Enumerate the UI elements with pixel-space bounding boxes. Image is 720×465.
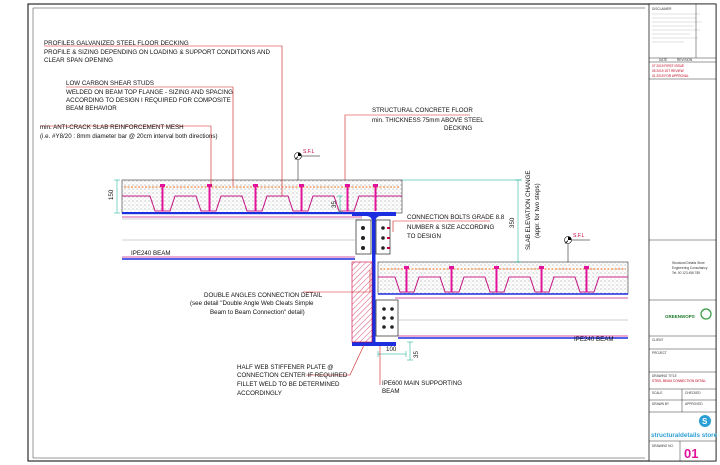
tb-rev-row-2: 05 2019 1ST REVIEW <box>652 69 684 73</box>
bolts-title: CONNECTION BOLTS GRADE 8.8 <box>407 214 505 221</box>
upper-angle-cleat <box>355 219 391 255</box>
concrete-line-2: DECKING <box>444 125 472 132</box>
lower-angle-cleat <box>375 299 399 337</box>
decking-title: PROFILES GALVANIZED STEEL FLOOR DECKING <box>44 40 189 47</box>
annotations: PROFILES GALVANIZED STEEL FLOOR DECKING … <box>40 40 614 397</box>
company-logo-icon <box>700 308 712 320</box>
brand-logo-icon <box>699 415 711 427</box>
angles-line-2: Beam to Beam Connection" detail) <box>210 309 305 316</box>
sfl-label-lower: S.F.L <box>573 233 585 239</box>
tb-field-scale: SCALE <box>652 391 662 395</box>
concrete-title: STRUCTURAL CONCRETE FLOOR <box>372 107 473 114</box>
tb-rev-row-3: 01 2019 FOR APPROVAL <box>652 74 689 78</box>
concrete-line-1: min. THICKNESS 75mm ABOVE STEEL <box>372 117 484 124</box>
tb-rev-row-1: 07 2019 FIRST ISSUE <box>652 64 684 68</box>
tb-notes-heading: DISCLAIMER <box>652 7 672 11</box>
elevation-line-2: (appr. for two steps) <box>534 183 541 238</box>
angles-line-1: (see detail "Double Angle Web Cleats Sim… <box>190 300 314 307</box>
half-web-stiffener <box>351 261 373 343</box>
studs-title: LOW CARBON SHEAR STUDS <box>66 80 154 87</box>
tb-company-3: Tel: 00 123 456 789 <box>672 271 700 275</box>
decking-line-2: CLEAR SPAN OPENING <box>44 57 113 64</box>
dim-100: 100 <box>386 346 397 353</box>
ipe600-line-1: IPE600 MAIN SUPPORTING <box>382 380 462 387</box>
ipe600-main-beam <box>351 212 396 346</box>
stiffener-line-3: ACCORDINGLY <box>237 390 282 397</box>
dim-35-bot: 35 <box>413 351 420 358</box>
tb-field-checked: CHECKED <box>685 391 701 395</box>
tb-revision-col: REVISION <box>677 58 693 62</box>
studs-line-2: ACCORDING TO DESIGN I REQUIRED FOR COMPO… <box>66 97 231 104</box>
leader-lines <box>40 45 490 385</box>
studs-line-1: WELDED ON BEAM TOP FLANGE - SIZING AND S… <box>66 89 233 96</box>
elevation-line-1: SLAB ELEVATION CHANGE <box>525 170 532 250</box>
stiffener-title: HALF WEB STIFFENER PLATE @ <box>237 364 334 371</box>
sfl-marker-upper: S.F.L <box>294 149 320 180</box>
dimension-lines <box>114 179 522 361</box>
decking-line-1: PROFILE & SIZING DEPENDING ON LOADING & … <box>44 49 271 56</box>
ipe240-left-label: IPE240 BEAM <box>131 250 171 257</box>
tb-company-2: Engineering Consultancy <box>672 266 708 270</box>
studs-line-3: BEAM BEHAVIOR <box>66 105 117 112</box>
tb-sheet-label: DRAWING NO. <box>652 444 674 448</box>
mesh-title: min. ANTI-CRACK SLAB REINFORCEMENT MESH <box>40 124 184 131</box>
tb-drawing-title: STEEL BEAM CONNECTION DETAIL <box>652 379 706 383</box>
tb-brand: structuraldetails store <box>651 432 718 439</box>
tb-sheet-number: 01 <box>684 446 698 461</box>
mesh-line-1: (i.e. #Y8/20 : 8mm diameter bar @ 20cm i… <box>40 133 218 140</box>
ipe240-right-label: IPE240 BEAM <box>574 336 614 343</box>
right-shear-studs <box>404 266 589 292</box>
tb-project-label: PROJECT <box>652 351 667 355</box>
dim-35-top: 35 <box>331 201 338 208</box>
bolts-line-2: TO DESIGN <box>407 233 441 240</box>
tb-logo-text: GREENWOPS <box>665 314 695 319</box>
tb-client-label: CLIENT <box>652 338 663 342</box>
tb-field-approved: APPROVED <box>685 402 703 406</box>
sfl-marker-lower: S.F.L <box>564 233 590 262</box>
left-slab <box>121 179 403 260</box>
dim-350: 350 <box>509 217 516 228</box>
lower-bolts <box>382 307 394 329</box>
bolts-line-1: NUMBER & SIZE ACCORDING <box>407 224 495 231</box>
angles-title: DOUBLE ANGLES CONNECTION DETAIL <box>204 292 323 299</box>
ipe600-line-2: BEAM <box>382 388 400 395</box>
left-shear-studs <box>160 184 378 211</box>
tb-date-col: DATE <box>659 58 667 62</box>
upper-bolts <box>361 226 390 250</box>
sfl-label-upper: S.F.L <box>303 149 315 155</box>
tb-company-1: Structural Details Store <box>672 261 705 265</box>
stiffener-line-2: FILLET WELD TO BE DETERMINED <box>237 381 340 388</box>
tb-field-drawn: DRAWN BY <box>652 402 670 406</box>
svg-text:S: S <box>702 417 708 426</box>
tb-drawing-label: DRAWING TITLE <box>652 374 677 378</box>
stiffener-line-1: CONNECTION CENTER IF REQUIRED <box>237 372 348 379</box>
right-slab <box>377 261 629 339</box>
title-block: DISCLAIMER DATE REVISION 07 2019 FIRST I… <box>648 3 718 462</box>
dim-150: 150 <box>108 189 115 200</box>
